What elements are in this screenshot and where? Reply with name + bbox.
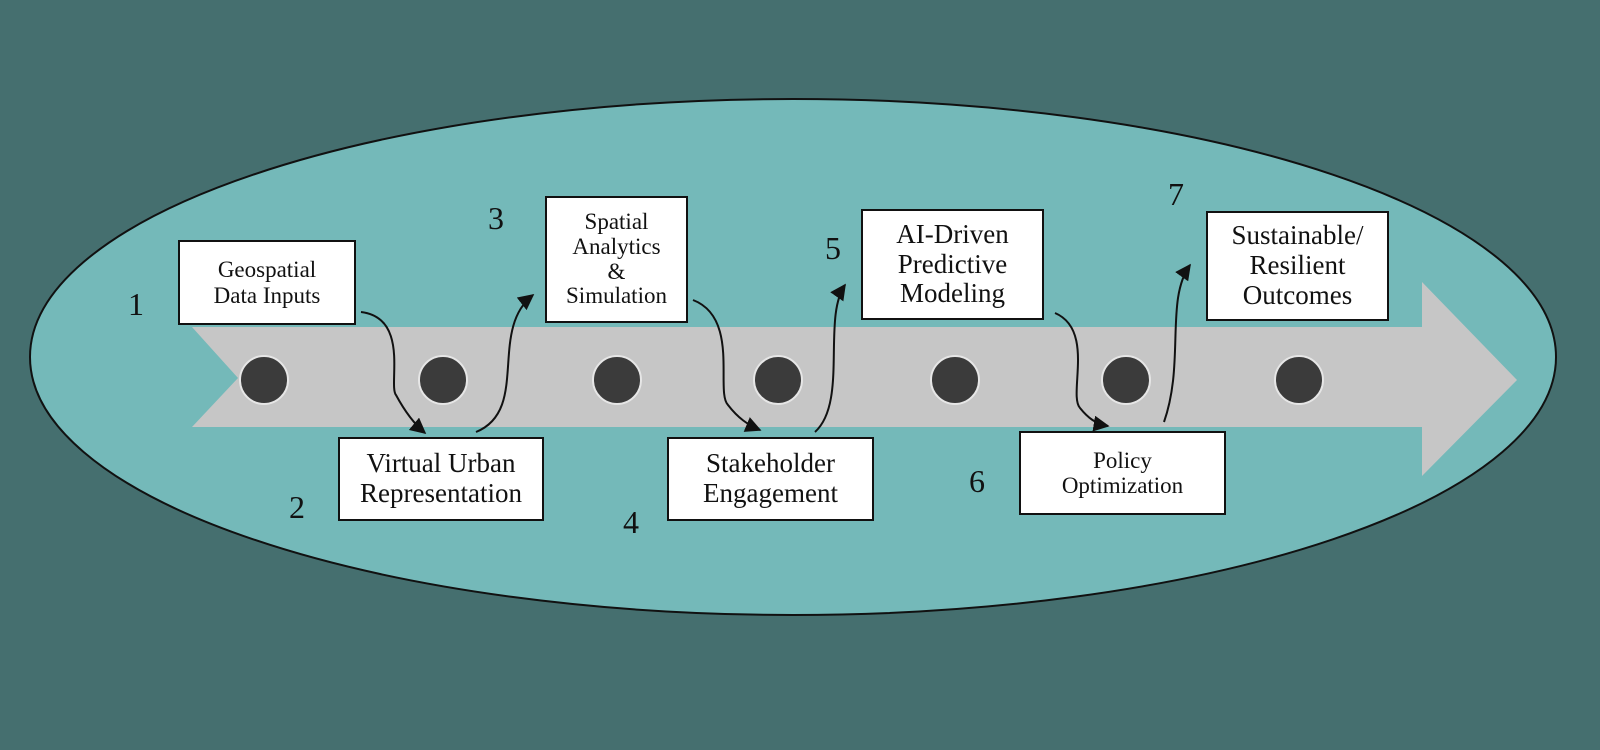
step-number-5: 5 xyxy=(825,230,841,266)
timeline-node-2 xyxy=(418,355,468,405)
step-number-7: 7 xyxy=(1168,176,1184,212)
timeline-node-3 xyxy=(592,355,642,405)
step-number-2: 2 xyxy=(289,489,305,525)
step-number-1: 1 xyxy=(128,286,144,322)
step-number-3: 3 xyxy=(488,200,504,236)
connector-4-to-5 xyxy=(814,283,846,433)
connector-6-to-7 xyxy=(1163,263,1191,423)
timeline-arrow xyxy=(192,282,1517,476)
step-number-4: 4 xyxy=(623,504,639,540)
connector-5-to-6 xyxy=(1054,312,1110,432)
timeline-node-6 xyxy=(1101,355,1151,405)
connector-2-to-3 xyxy=(475,294,535,433)
timeline-node-1 xyxy=(239,355,289,405)
timeline-node-5 xyxy=(930,355,980,405)
step-number-6: 6 xyxy=(969,463,985,499)
connector-3-to-4 xyxy=(692,299,762,432)
timeline-node-4 xyxy=(753,355,803,405)
timeline-node-7 xyxy=(1274,355,1324,405)
stage-connectors xyxy=(360,263,1191,435)
connector-1-to-2 xyxy=(360,311,427,435)
timeline-nodes xyxy=(239,355,1324,405)
